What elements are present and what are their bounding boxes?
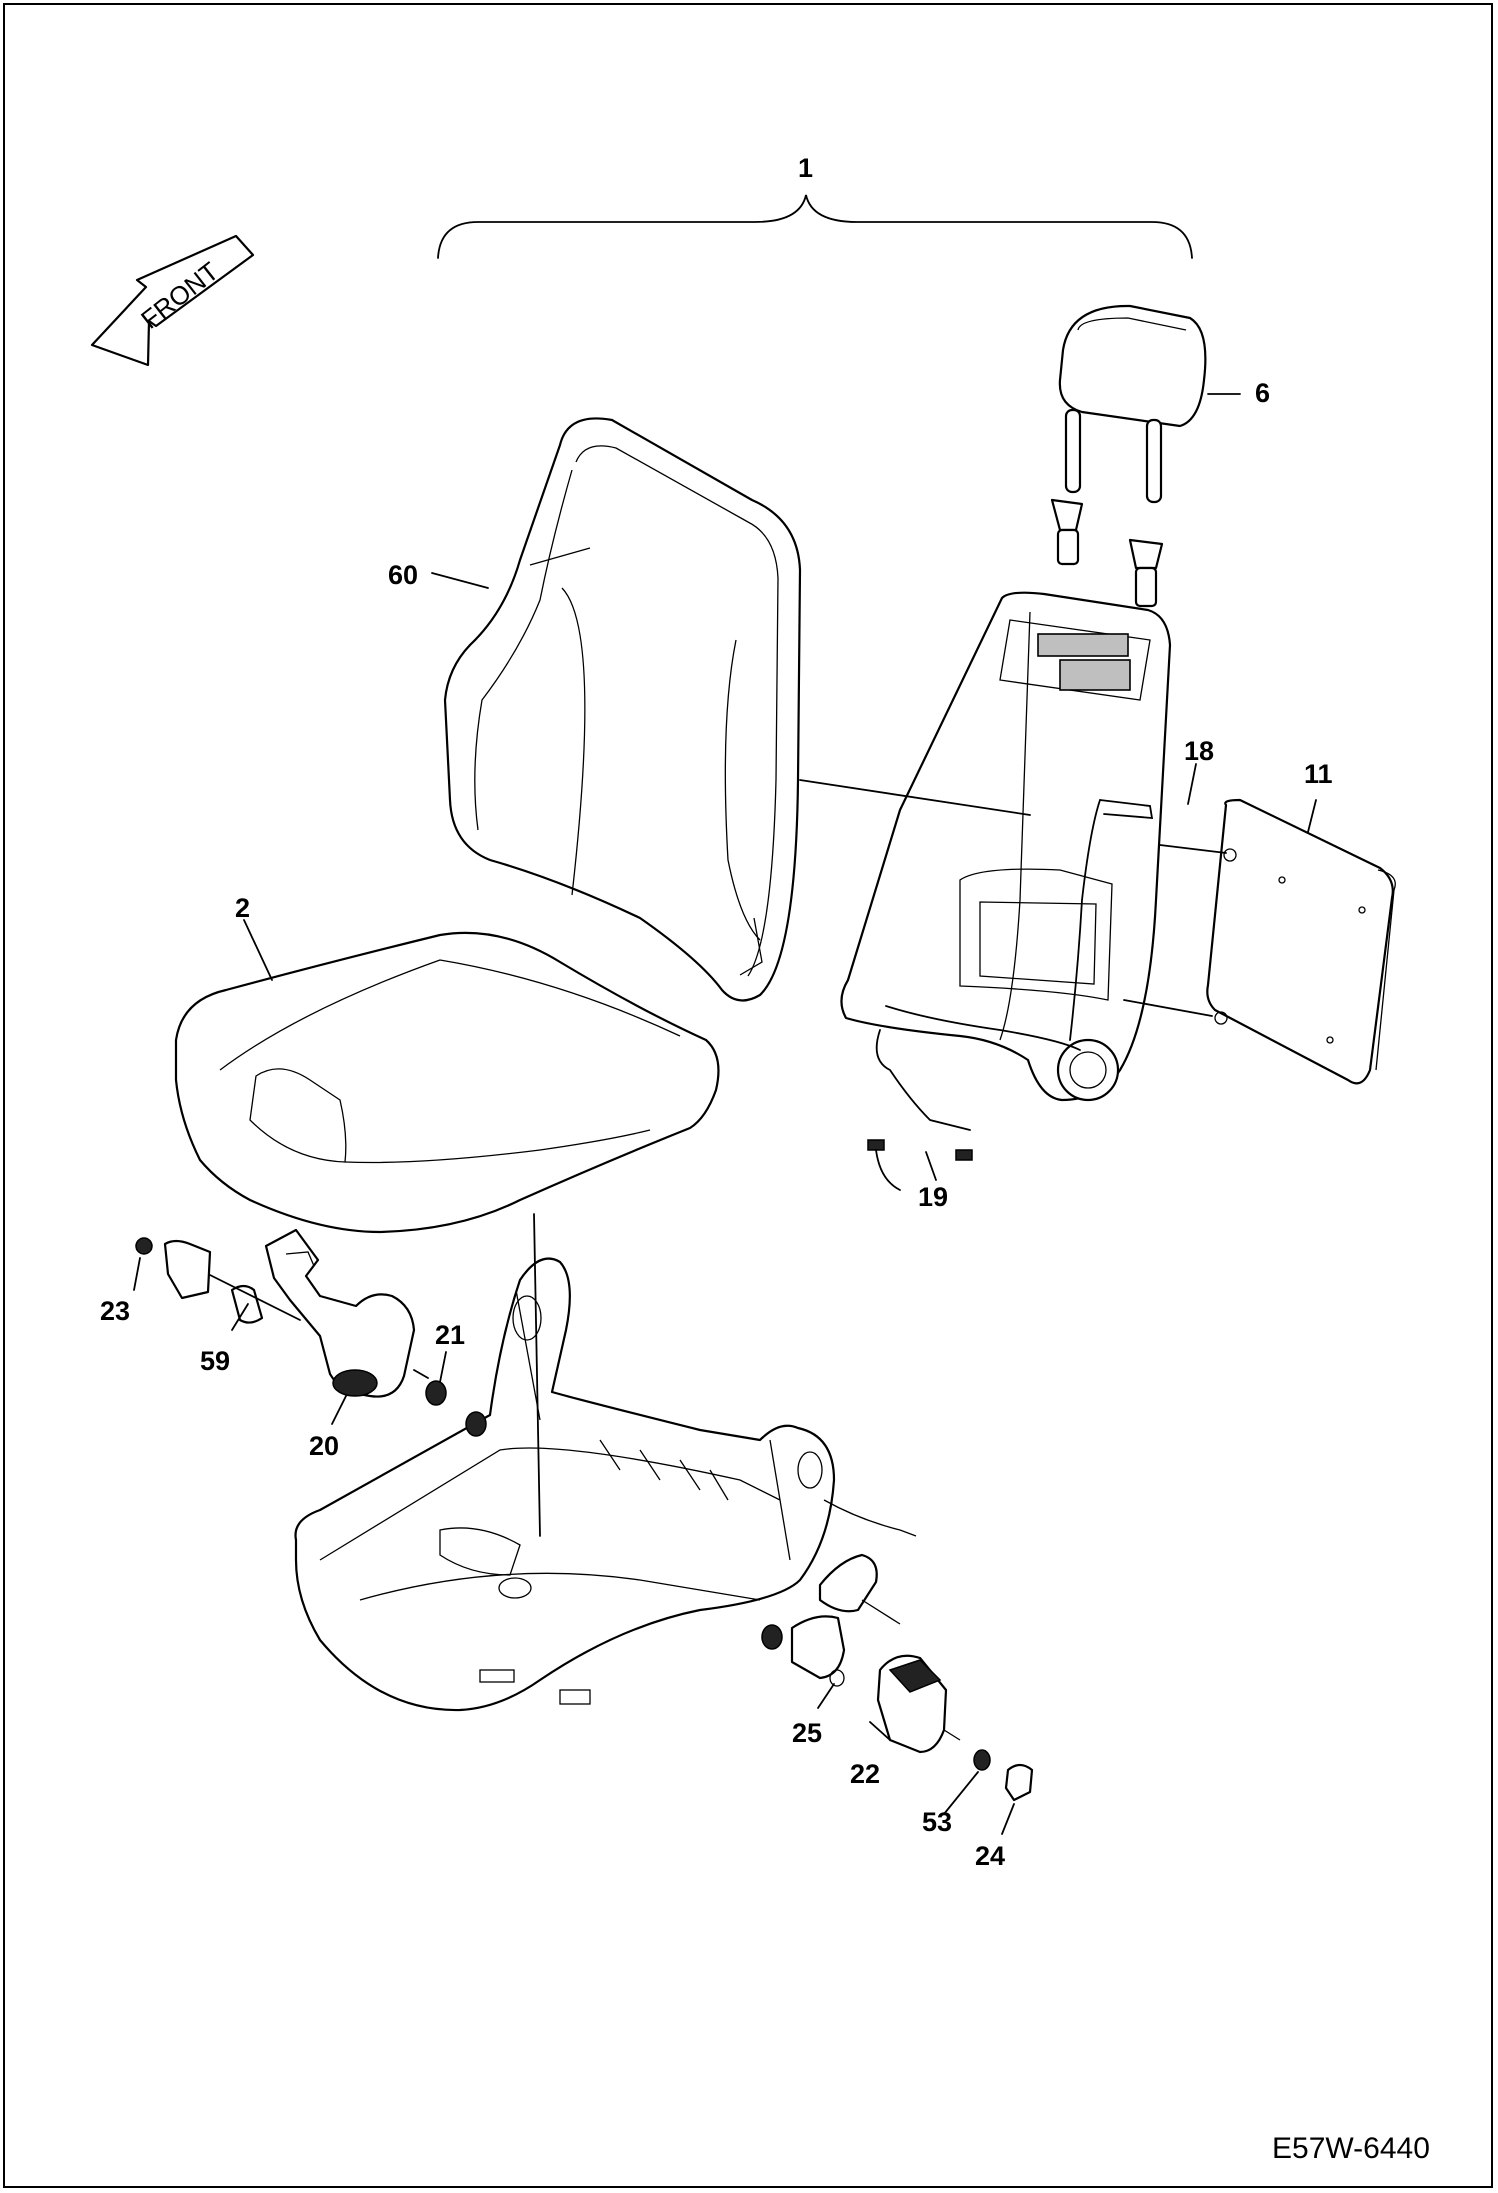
seat-base: [294, 1257, 917, 1712]
seat-cushion: [174, 931, 720, 1234]
callout-2: 2: [235, 893, 250, 923]
back-cushion: [443, 417, 802, 1002]
back-frame: [840, 591, 1172, 1191]
callout-18: 18: [1184, 736, 1214, 766]
callout-53: 53: [922, 1807, 952, 1837]
callout-11: 11: [1304, 759, 1333, 789]
drawing-code: E57W-6440: [1272, 2132, 1430, 2165]
back-cover: [1206, 798, 1396, 1085]
callout-25: 25: [792, 1718, 822, 1748]
callouts: 1 6 60 18 11 2 19 23 59 21 20 25 22 53 2…: [100, 153, 1333, 1871]
callout-1: 1: [798, 153, 813, 183]
left-seat-belt: [135, 1228, 487, 1437]
right-buckle: [761, 1615, 1034, 1802]
callout-60: 60: [388, 560, 418, 590]
callout-20: 20: [309, 1431, 339, 1461]
callout-59: 59: [200, 1346, 230, 1376]
assembly-brace: [437, 194, 1193, 259]
callout-22: 22: [850, 1759, 880, 1789]
front-arrow-icon: FRONT: [90, 234, 255, 367]
callout-19: 19: [918, 1182, 948, 1212]
callout-23: 23: [100, 1296, 130, 1326]
leader-lines: [133, 393, 1317, 1835]
headrest: [1050, 304, 1207, 608]
callout-6: 6: [1255, 378, 1270, 408]
callout-24: 24: [975, 1841, 1005, 1871]
callout-21: 21: [435, 1320, 465, 1350]
